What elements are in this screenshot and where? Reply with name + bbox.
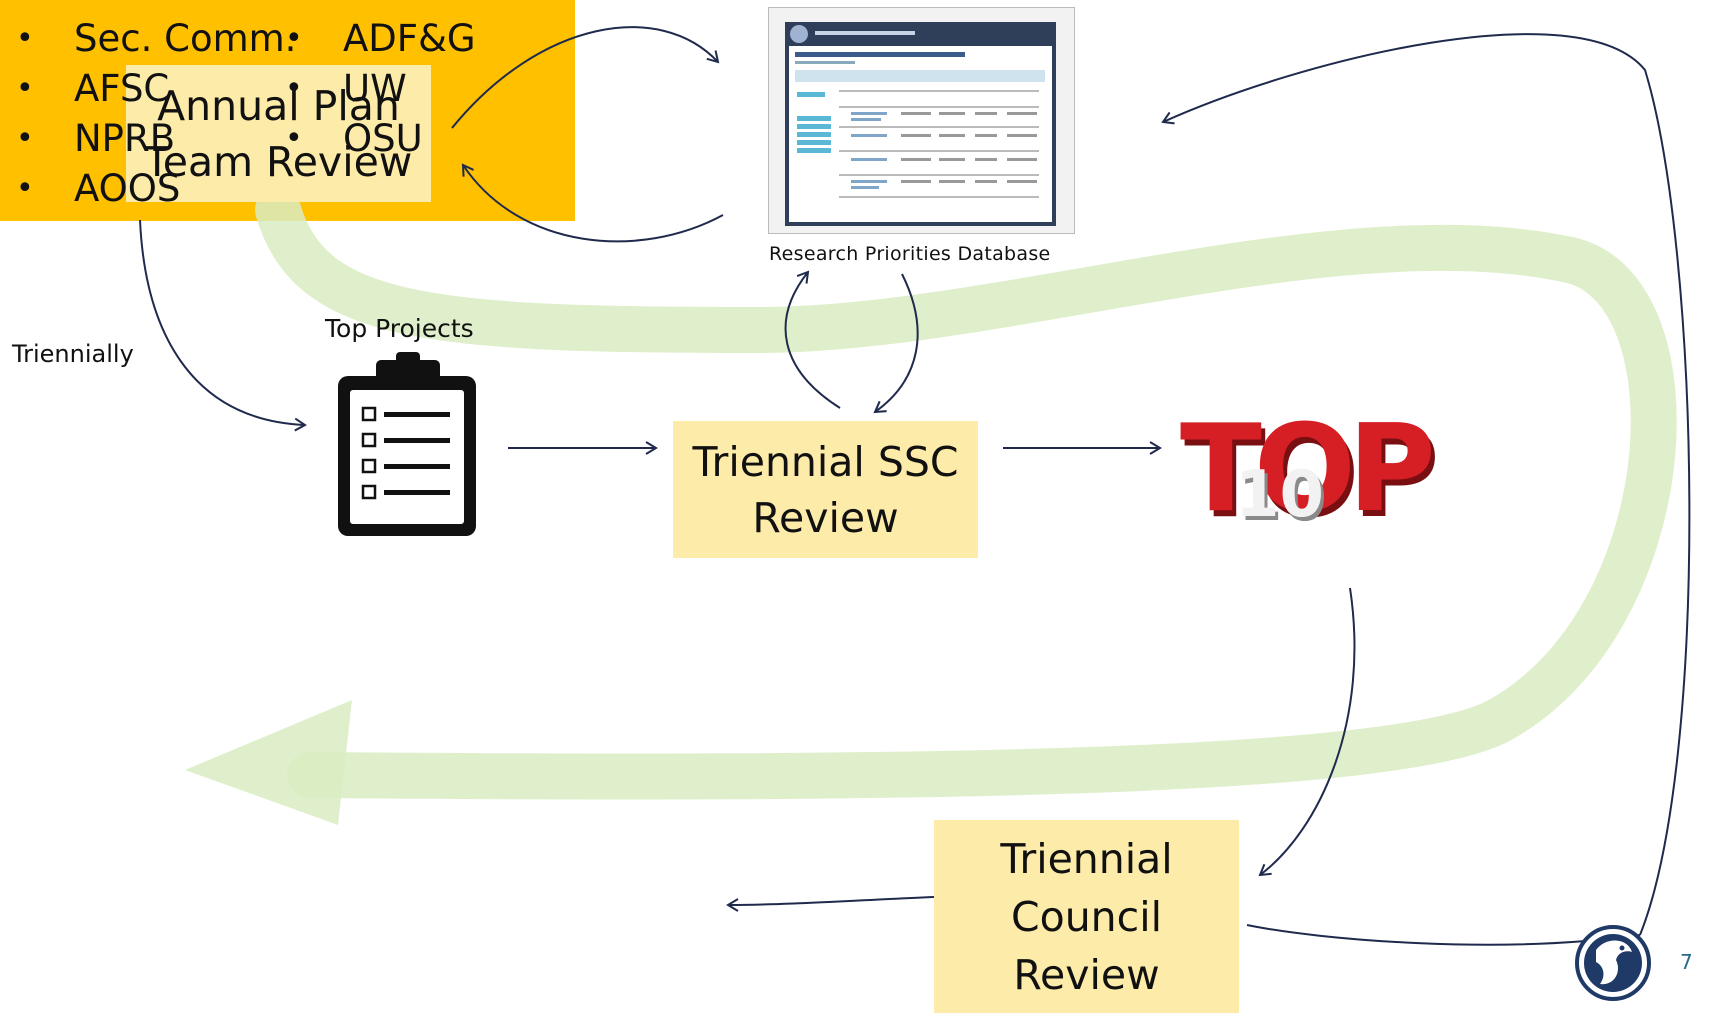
triennial-council-review-box: Triennial Council Review [934,820,1239,1013]
arrow-db-to-ssc [873,273,919,414]
ssc-line-1: Triennial SSC [692,437,959,486]
bullet: • [285,21,303,56]
page-number: 7 [1680,950,1693,974]
council-line-3: Review [1013,950,1160,999]
triennially-label: Triennially [12,340,134,368]
arrow-ssc-to-db [784,270,841,409]
arrow-council-to-orgs [726,896,935,912]
bullet: • [16,121,34,156]
arrow-top10-to-council [1258,587,1356,877]
organizations-left-column: • Sec. Comm. • AFSC • NPRB • AOOS [16,14,296,214]
org-item: • OSU [285,114,476,164]
bullet: • [16,71,34,106]
bullet: • [285,71,303,106]
ssc-line-2: Review [752,493,899,542]
org-name: ADF&G [343,17,476,60]
org-name: Sec. Comm. [74,17,297,60]
org-item: • AFSC [16,64,296,114]
org-name: NPRB [74,117,176,160]
org-item: • Sec. Comm. [16,14,296,64]
arrow-db-to-annual [461,163,724,243]
annual-plan-line-2: Team Review [144,137,413,186]
organizations-right-column: • ADF&G • UW • OSU [285,14,476,164]
top-projects-label: Top Projects [325,314,474,343]
bullet: • [16,171,34,206]
bullet: • [285,121,303,156]
org-name: AOOS [74,167,181,210]
database-screenshot-icon [768,7,1075,234]
flow-band-arrowhead [185,700,352,825]
org-item: • AOOS [16,164,296,214]
org-item: • ADF&G [285,14,476,64]
annual-plan-line-1: Annual Plan [157,81,400,130]
arrow-annual-to-db [451,26,720,129]
bullet: • [16,21,34,56]
top10-word: TOP [1180,400,1436,539]
org-name: UW [343,67,407,110]
org-item: • NPRB [16,114,296,164]
triennial-ssc-review-box: Triennial SSC Review [673,421,978,558]
top10-number: 10 [1235,458,1325,532]
org-name: OSU [343,117,423,160]
database-caption: Research Priorities Database [769,243,1051,265]
arrow-annual-to-top-projects [139,219,307,432]
council-line-1: Triennial [1000,834,1173,883]
annual-plan-team-review-box: Annual Plan Team Review [126,65,431,202]
org-item: • UW [285,64,476,114]
council-line-2: Council [1010,892,1162,941]
org-name: AFSC [74,67,170,110]
